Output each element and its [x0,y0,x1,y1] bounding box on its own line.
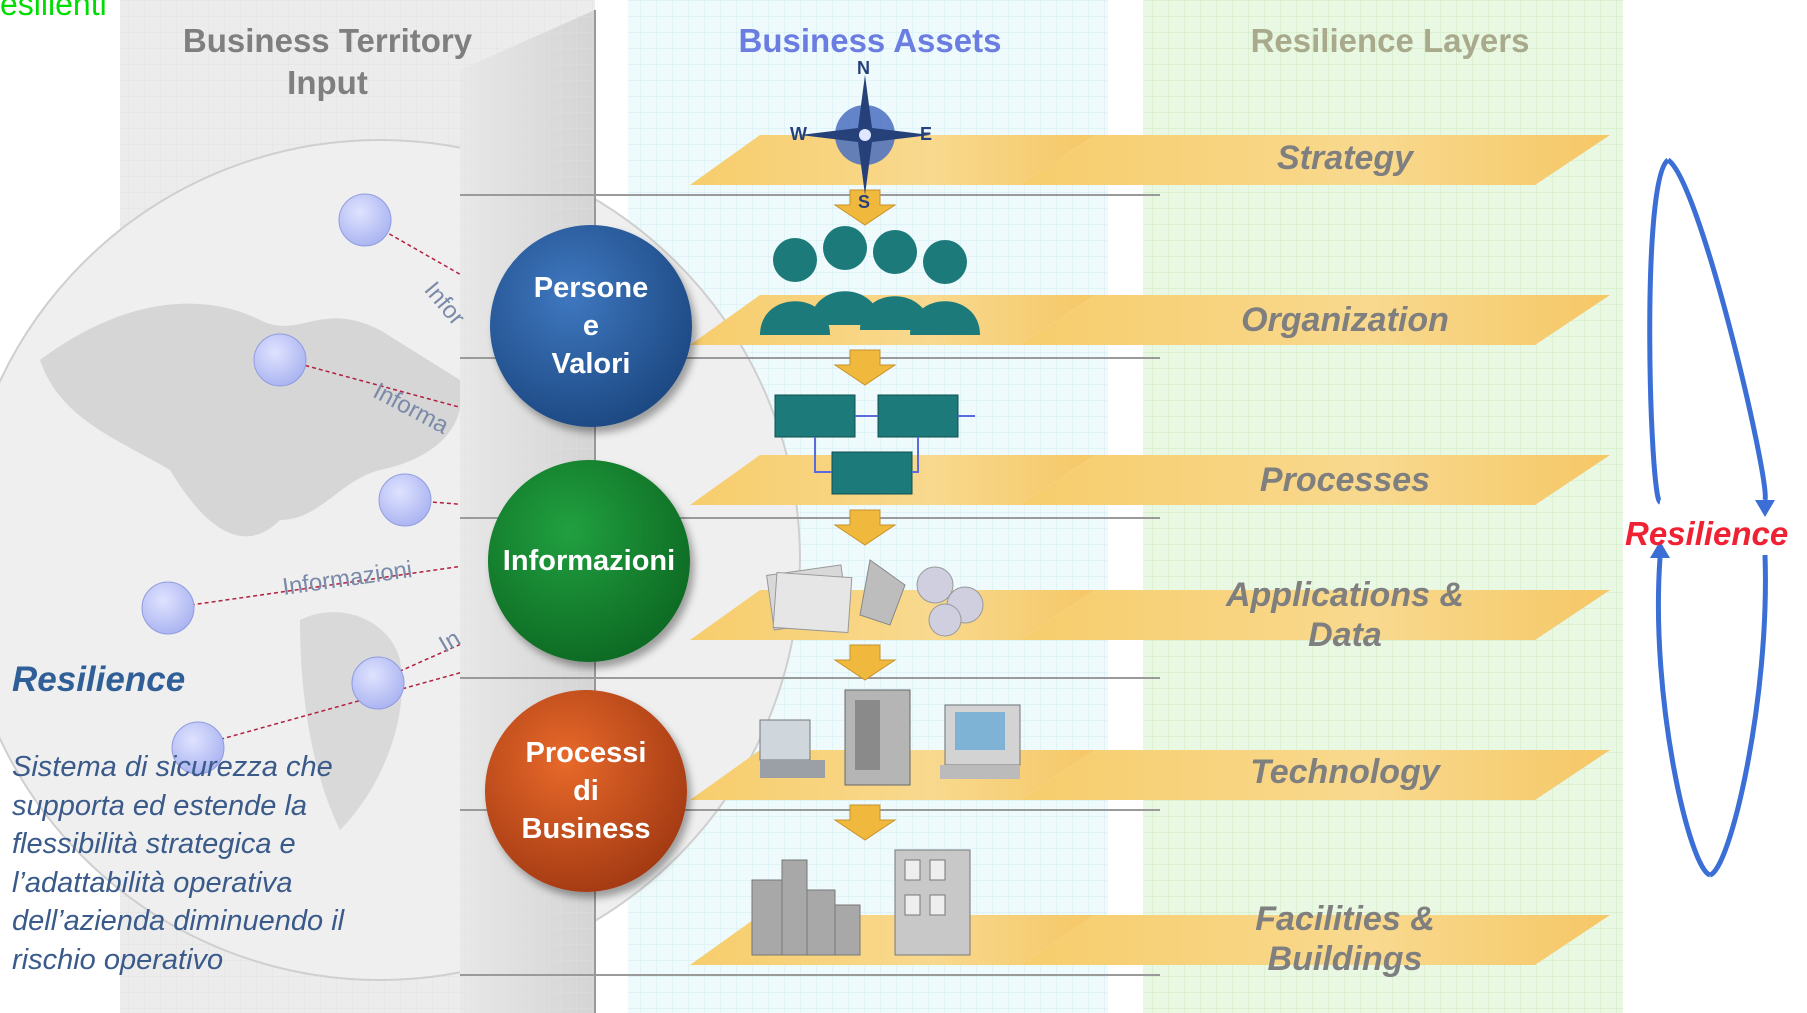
circle-informazioni: Informazioni [488,460,690,662]
compass-w-label: W [790,124,807,144]
resilience-cycle-label: Resilience [1625,515,1789,552]
circle-processi-line1: Processi [525,737,647,769]
compass-n-label: N [857,58,870,78]
layer-label-organization: Organization [1241,301,1449,339]
compass-e-label: E [920,124,933,144]
description-line: supporta ed estende la [12,789,308,822]
header-territory-line2: Input [287,64,368,101]
circle-processi-line2: di [573,775,599,807]
left-title-resilience: Resilience [12,660,186,699]
description-line: dell’azienda diminuendo il [12,905,345,937]
circle-persone-valori: Persone e Valori [490,225,692,427]
compass-s-label: S [858,192,871,212]
circle-persone-line3: Valori [551,348,631,380]
layer-label-facilities-line2: Buildings [1267,940,1423,978]
circle-processi-business: Processi di Business [485,690,687,892]
people-icon [760,226,980,335]
description-line: rischio operativo [12,943,224,976]
circle-persone-line1: Persone [533,272,649,304]
layer-label-facilities-buildings: Facilities & Buildings [1135,899,1555,979]
process-flow-icon [774,394,975,495]
header-territory-line1: Business Territory [182,22,473,59]
description-line: l’adattabilità operativa [12,866,293,899]
layer-label-applications-line2: Data [1308,616,1382,654]
resilience-cycle-icon [1647,157,1768,878]
circle-processi-line3: Business [521,813,651,845]
description-line: Sistema di sicurezza che [12,751,333,783]
header-business-assets: Business Assets [738,22,1002,59]
layer-label-strategy: Strategy [1276,139,1414,177]
top-title-fragment: esilienti [0,0,107,22]
compass-icon [800,75,930,195]
layer-label-processes: Processes [1259,461,1431,499]
left-description: Sistema di sicurezza che supporta ed est… [12,748,432,979]
header-business-territory: Business Territory Input [150,20,505,104]
circle-persone-line2: e [582,310,600,342]
header-resilience-layers: Resilience Layers [1250,22,1530,59]
description-line: flessibilità strategica e [12,828,296,860]
documents-icon [766,559,984,637]
buildings-icon [751,849,971,956]
computers-icon [759,689,1021,786]
layer-label-technology: Technology [1250,753,1440,791]
circle-informazioni-line1: Informazioni [502,545,676,577]
layer-label-facilities-line1: Facilities & [1255,900,1435,938]
layer-label-applications-data: Applications & Data [1135,575,1555,655]
layer-label-applications-line1: Applications & [1225,576,1465,614]
